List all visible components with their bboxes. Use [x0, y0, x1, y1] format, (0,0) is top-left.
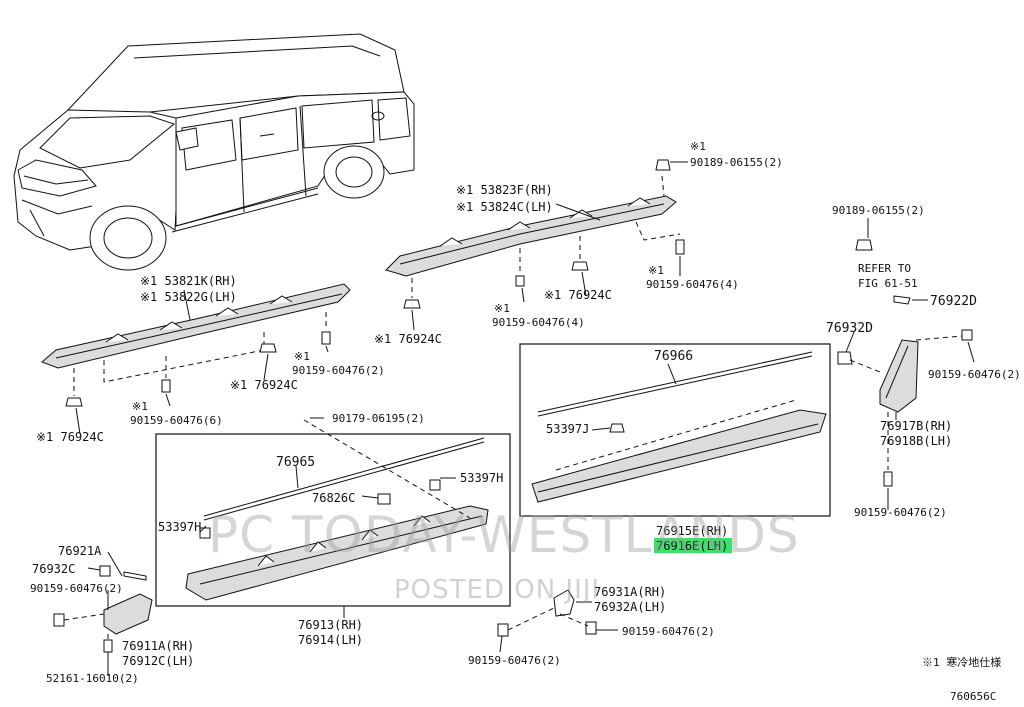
part-label: 76932A(LH): [594, 600, 666, 614]
part-label: 90159-60476(2): [622, 625, 715, 638]
part-label: 90189-06155(2): [690, 156, 783, 169]
part-label: 76917B(RH): [880, 419, 952, 433]
part-label: 90159-60476(4): [646, 278, 739, 291]
part-label: 53397H: [158, 520, 201, 534]
part-label: 76932D: [826, 321, 873, 336]
part-label: 76918B(LH): [880, 434, 952, 448]
part-label: ※1 53821K(RH): [140, 274, 237, 288]
leader-lines: [75, 161, 975, 676]
part-label: ※1 76924C: [36, 430, 104, 444]
part-label: 90159-60476(4): [492, 316, 585, 329]
part-label: 76913(RH): [298, 618, 363, 632]
box-76913: [155, 433, 511, 607]
part-label: ※1 76924C: [374, 332, 442, 346]
part-label: ※1 76924C: [230, 378, 298, 392]
part-label: ※1 53824C(LH): [456, 200, 553, 214]
part-label: 76826C: [312, 491, 355, 505]
reference-note: REFER TO: [858, 262, 911, 275]
note-mark: ※1: [648, 264, 664, 277]
part-label: 90159-60476(2): [928, 368, 1021, 381]
part-label: 90159-60476(6): [130, 414, 223, 427]
part-label: 76921A: [58, 544, 102, 558]
left-rocker-moulding: [41, 283, 351, 396]
note-mark: ※1: [294, 350, 310, 363]
part-label: 76915E(RH): [656, 524, 728, 538]
part-label: 76922D: [930, 294, 977, 309]
highlight-76916e: [654, 538, 732, 553]
part-label: 90179-06195(2): [332, 412, 425, 425]
rear-corner-piece: [837, 239, 973, 487]
part-label: 90189-06155(2): [832, 204, 925, 217]
part-label: 53397H: [460, 471, 503, 485]
part-label: 52161-16010(2): [46, 672, 139, 685]
van-illustration: [13, 33, 415, 271]
front-door-moulding: [185, 419, 489, 601]
watermark-line-2: POSTED ON JIJI: [394, 575, 600, 605]
watermark-line-1: PC TODAY-WESTLANDS: [208, 506, 800, 564]
upper-clips: [403, 159, 685, 309]
upper-rocker-moulding: [385, 175, 681, 298]
part-label: 76932C: [32, 562, 75, 576]
part-label: 76911A(RH): [122, 639, 194, 653]
left-clips: [65, 331, 331, 407]
part-label: 76965: [276, 455, 315, 470]
part-label: 90159-60476(2): [468, 654, 561, 667]
part-label: ※1 76924C: [544, 288, 612, 302]
part-label: 76914(LH): [298, 633, 363, 647]
part-label: 90159-60476(2): [292, 364, 385, 377]
figure-code: 760656C: [950, 690, 996, 703]
footnote: ※1 寒冷地仕様: [922, 655, 1001, 669]
part-label: 90159-60476(2): [854, 506, 947, 519]
note-mark: ※1: [132, 400, 148, 413]
box-76915e: [519, 343, 831, 517]
reference-note: FIG 61-51: [858, 277, 918, 290]
part-label: 76966: [654, 349, 693, 364]
part-label: ※1 53823F(RH): [456, 183, 553, 197]
part-labels: ※1 90189-06155(2) ※1 53823F(RH) ※1 53824…: [30, 140, 1021, 703]
watermark: PC TODAY-WESTLANDS POSTED ON JIJI: [208, 506, 800, 605]
part-label: ※1 53822G(LH): [140, 290, 237, 304]
part-label-highlighted: 76916E(LH): [656, 539, 728, 553]
part-label: 90159-60476(2): [30, 582, 123, 595]
part-label: 76912C(LH): [122, 654, 194, 668]
note-mark: ※1: [690, 140, 706, 153]
front-corner-pieces: [53, 565, 153, 653]
part-label: 53397J: [546, 422, 589, 436]
note-mark: ※1: [494, 302, 510, 315]
part-label: 76931A(RH): [594, 585, 666, 599]
lower-bracket-pieces: [497, 589, 597, 637]
